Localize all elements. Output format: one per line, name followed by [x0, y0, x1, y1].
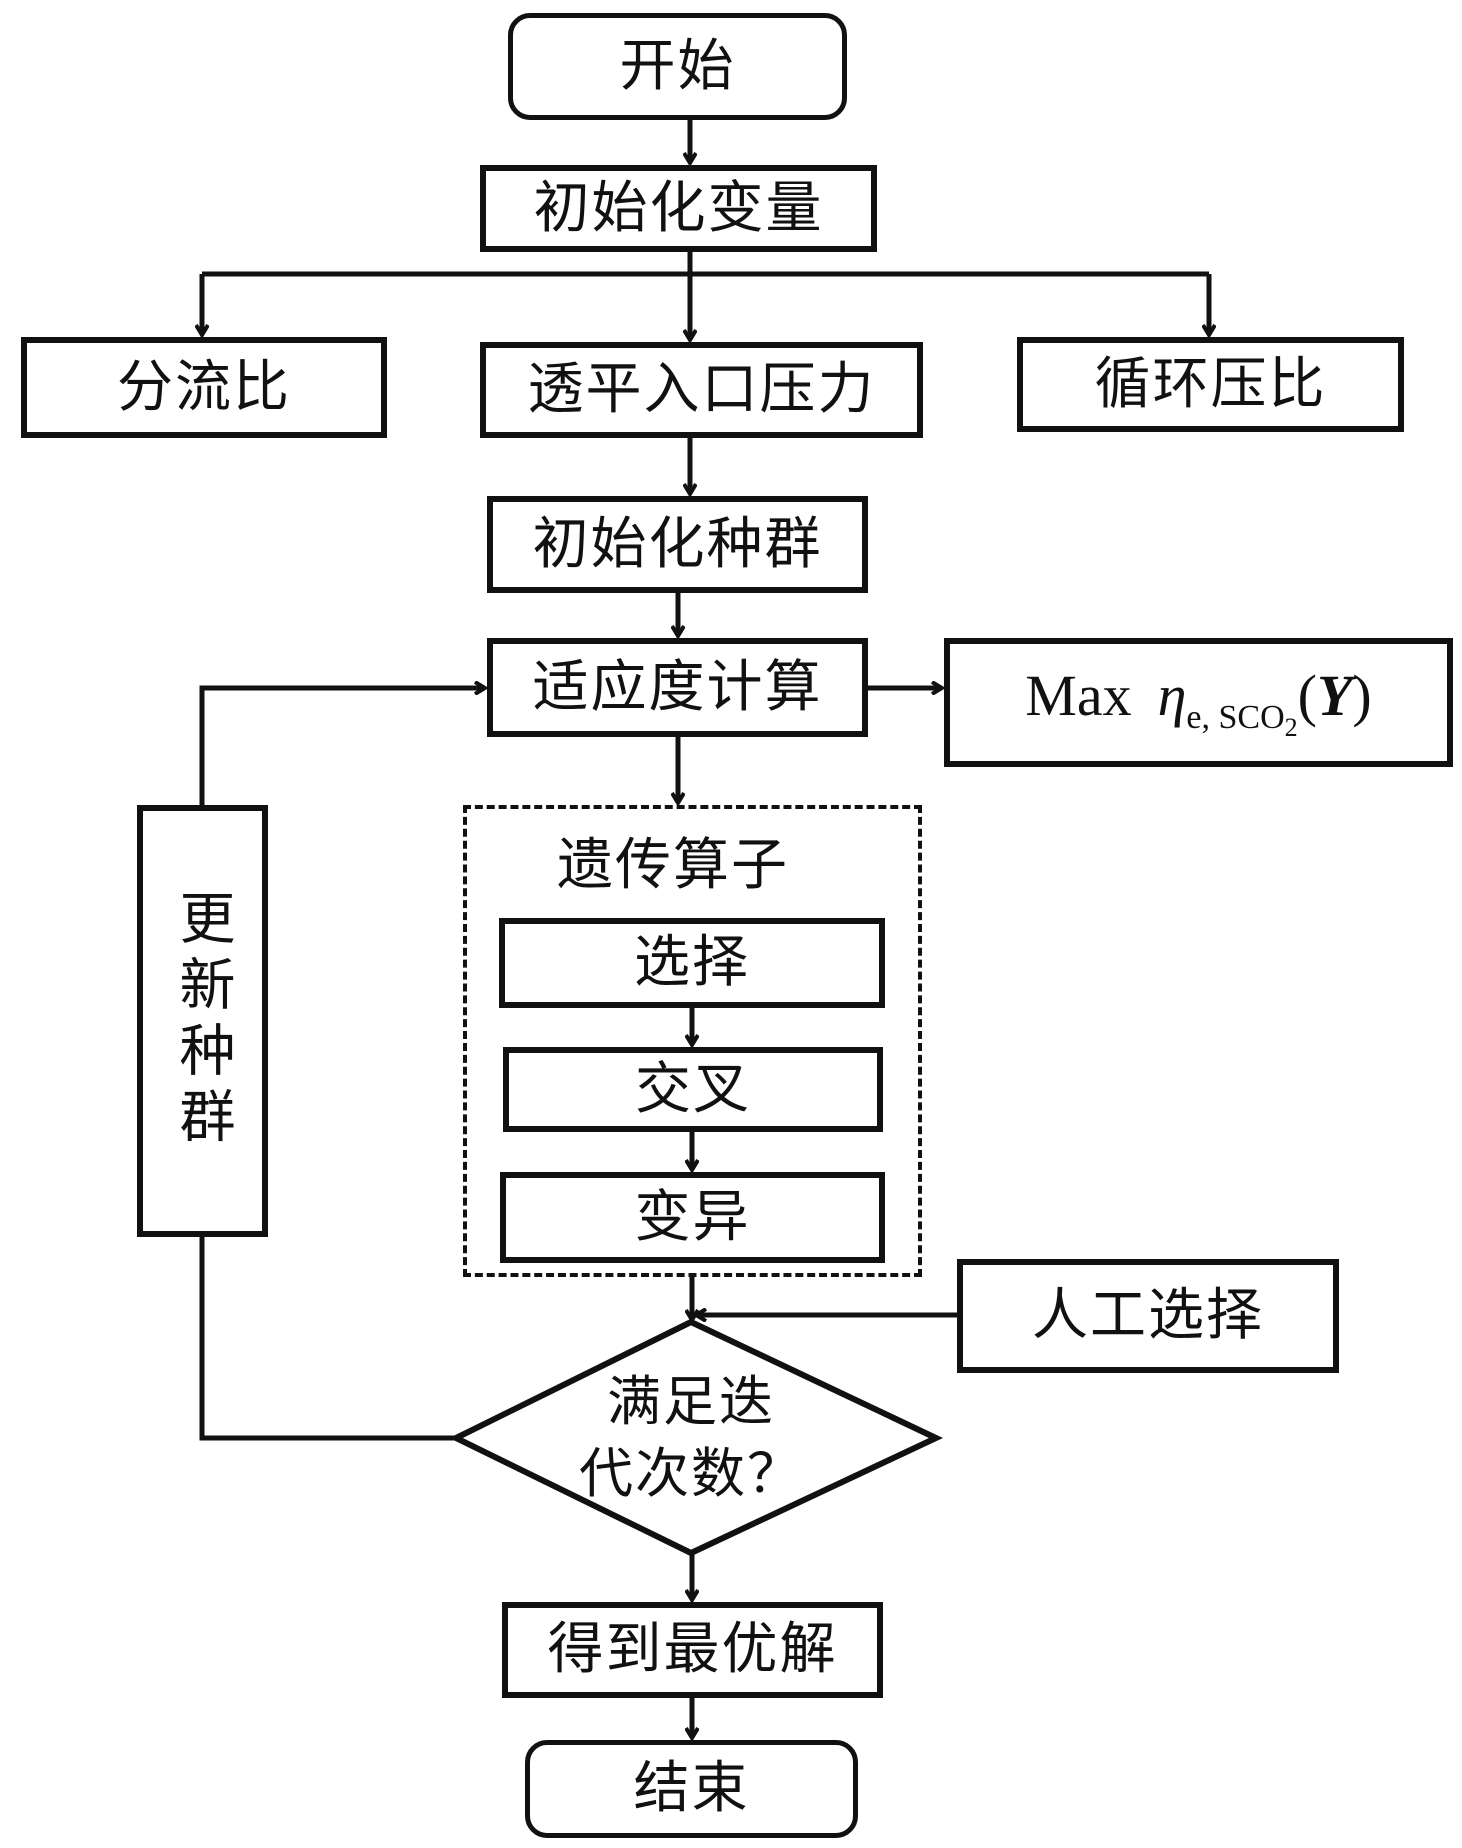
turbine-inlet-pressure-node: 透平入口压力	[480, 342, 923, 438]
crossover-label: 交叉	[635, 1056, 751, 1122]
genetic-operators-group	[463, 805, 922, 1277]
mutation-node: 变异	[500, 1172, 885, 1263]
manual-selection-label: 人工选择	[1032, 1283, 1264, 1348]
split-ratio-label: 分流比	[117, 354, 291, 420]
objective-subscript-index: 2	[1284, 712, 1298, 742]
optimal-solution-node: 得到最优解	[502, 1602, 883, 1698]
split-ratio-node: 分流比	[21, 337, 387, 438]
init-population-node: 初始化种群	[487, 496, 868, 593]
mutation-label: 变异	[634, 1184, 751, 1250]
objective-prefix: Max	[1025, 663, 1132, 729]
objective-paren-open: (	[1297, 663, 1317, 729]
decision-label: 满足迭 代次数？	[541, 1366, 841, 1510]
end-node: 结束	[525, 1740, 858, 1838]
objective-argument: Y	[1316, 663, 1353, 729]
init-variables-label: 初始化变量	[533, 175, 824, 241]
arrow-update-to-fitness	[199, 688, 485, 805]
objective-paren-close: )	[1352, 663, 1372, 729]
cycle-pressure-ratio-label: 循环压比	[1094, 351, 1327, 417]
selection-node: 选择	[499, 918, 885, 1008]
objective-subscript: e, SCO	[1186, 698, 1285, 736]
genetic-operators-title: 遗传算子	[557, 833, 789, 898]
end-label: 结束	[633, 1756, 750, 1821]
crossover-node: 交叉	[503, 1047, 883, 1132]
update-population-node: 更新种群	[137, 805, 268, 1237]
init-variables-node: 初始化变量	[480, 165, 877, 252]
loop-decision-to-update	[199, 1237, 456, 1441]
start-label: 开始	[619, 33, 736, 99]
optimal-solution-label: 得到最优解	[547, 1617, 838, 1682]
decision-line-2: 代次数？	[579, 1442, 803, 1505]
start-node: 开始	[508, 13, 847, 120]
cycle-pressure-ratio-node: 循环压比	[1017, 337, 1404, 432]
decision-line-1: 满足迭	[607, 1370, 775, 1433]
objective-symbol: η	[1157, 663, 1187, 729]
update-population-label: 更新种群	[170, 889, 235, 1153]
init-population-label: 初始化种群	[532, 511, 823, 577]
decision-diamond	[449, 1318, 944, 1557]
turbine-inlet-pressure-label: 透平入口压力	[527, 357, 876, 422]
fitness-node: 适应度计算	[487, 638, 868, 737]
manual-selection-node: 人工选择	[957, 1259, 1339, 1373]
fitness-label: 适应度计算	[532, 654, 823, 720]
selection-label: 选择	[634, 930, 750, 995]
